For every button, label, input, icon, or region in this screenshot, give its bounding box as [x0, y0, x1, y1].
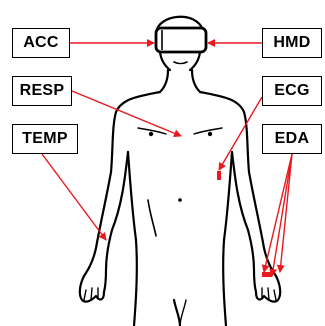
torso-left: [128, 152, 137, 326]
ecg-electrode: [217, 171, 221, 180]
label-eda: EDA: [262, 124, 322, 154]
label-acc: ACC: [12, 28, 70, 58]
headset: [156, 28, 206, 52]
right-nipple: [208, 132, 212, 136]
label-hmd: HMD: [262, 28, 322, 58]
torso-right: [223, 152, 232, 326]
temp-arrow: [42, 154, 106, 240]
eda-electrode: [262, 272, 272, 277]
eda-arrow-1: [264, 154, 292, 272]
navel: [178, 198, 182, 202]
label-temp: TEMP: [12, 124, 78, 154]
resp-arrow: [72, 91, 181, 136]
left-shoulder: [111, 92, 160, 172]
label-resp: RESP: [12, 76, 72, 106]
neck-outline: [160, 70, 168, 92]
label-ecg: ECG: [262, 76, 322, 106]
left-nipple: [149, 132, 153, 136]
